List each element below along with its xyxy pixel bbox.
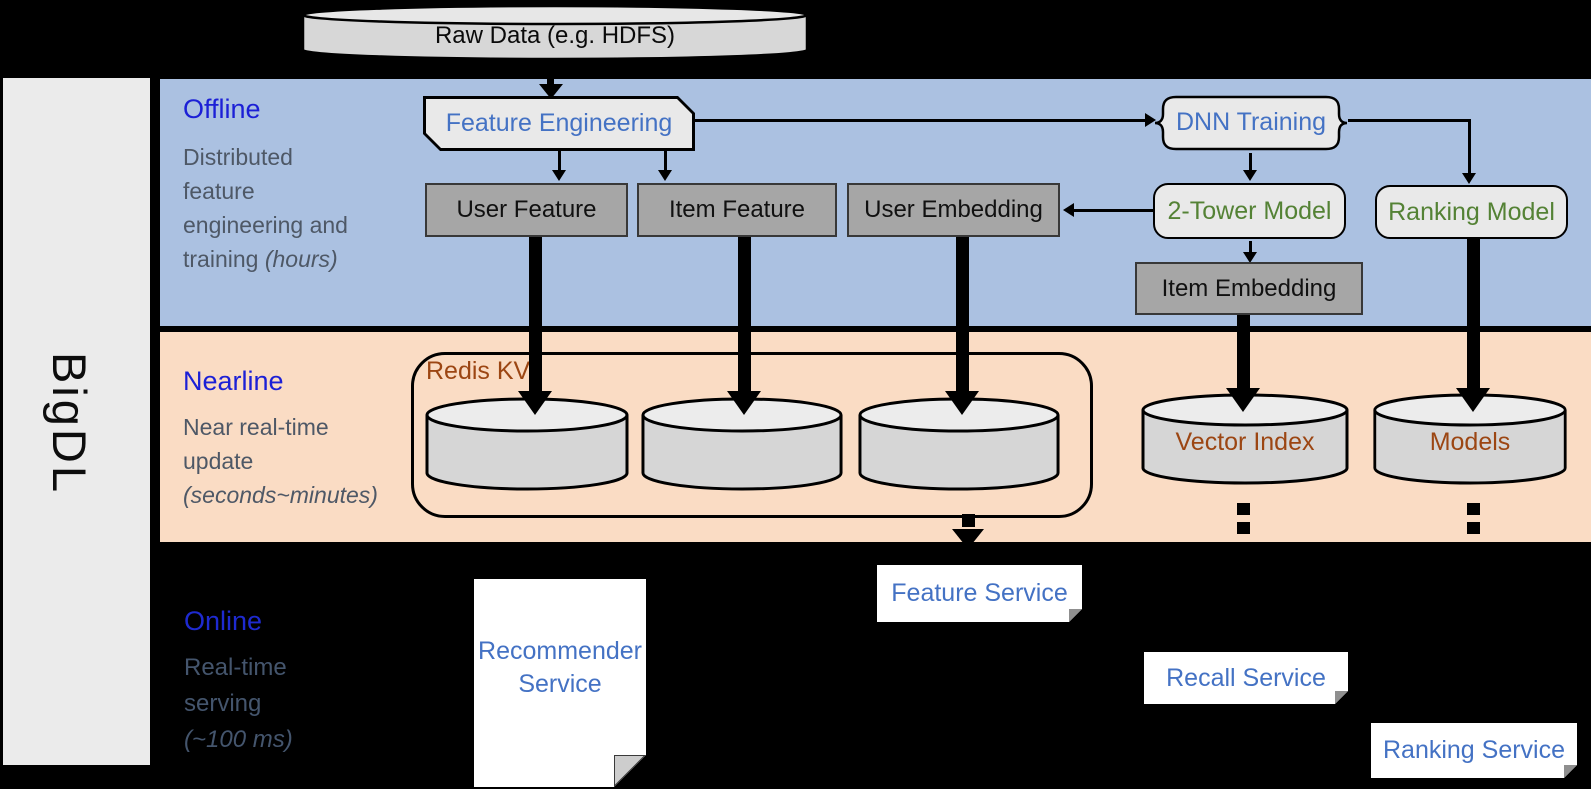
arrow-2tower-to-itemembedding-line [1249, 241, 1252, 252]
redis-kv-container [411, 352, 1093, 518]
arrow-itemfeature-to-redis-shaft [737, 237, 751, 391]
online-description: Real-time serving (~100 ms) [184, 654, 293, 753]
dashed-vectorindex-connector-1 [1236, 503, 1250, 515]
ranking-service-node: Ranking Service [1371, 723, 1577, 778]
arrow-dnn-to-2tower-head [1243, 170, 1257, 181]
redis-cylinder-2 [641, 397, 843, 491]
arrow-itemembedding-to-vectorindex-shaft [1236, 315, 1250, 388]
arrow-dnn-to-2tower-line [1249, 153, 1252, 170]
dashed-redis-to-featureservice-head [952, 529, 984, 549]
arrow-userembedding-to-redis-head [945, 391, 979, 415]
dashed-models-connector-1 [1466, 503, 1480, 515]
arrow-userfeature-to-redis-head [518, 391, 552, 415]
feature-service-fold-icon [1069, 609, 1082, 622]
arrow-itemembedding-to-vectorindex-head [1226, 388, 1260, 412]
arrow-fe-to-dnn-line [695, 119, 1145, 122]
ranking-service-fold-icon [1564, 765, 1577, 778]
feature-engineering-node: Feature Engineering [423, 96, 695, 151]
feature-service-node: Feature Service [877, 565, 1082, 622]
dashed-redis-to-featureservice-dash [961, 514, 975, 527]
dnn-training-node-shape [1154, 95, 1348, 151]
arrow-itemfeature-to-redis-head [727, 391, 761, 415]
raw-data-cylinder-shape [301, 4, 809, 61]
raw-data-label: Raw Data (e.g. HDFS) [434, 22, 676, 49]
redis-kv-label: Redis KV [426, 357, 531, 385]
brand-title: BigDL [43, 352, 96, 496]
two-tower-model-node: 2-Tower Model [1153, 183, 1346, 239]
arrow-rawdata-to-fe-shaft [547, 60, 554, 84]
arrow-fe-to-itemfeature-line [664, 151, 667, 170]
arrow-dnn-to-ranking-vline [1468, 119, 1471, 173]
dashed-vectorindex-connector-2 [1236, 522, 1250, 534]
arrow-dnn-to-ranking-hline [1348, 119, 1470, 122]
recall-service-node: Recall Service [1144, 652, 1348, 704]
arrow-fe-to-dnn-head [1145, 113, 1156, 127]
nearline-title: Nearline [183, 366, 284, 396]
item-feature-node: Item Feature [637, 183, 837, 237]
brand-sidebar [3, 78, 150, 765]
ranking-model-node: Ranking Model [1375, 185, 1568, 239]
item-embedding-node: Item Embedding [1135, 262, 1363, 315]
offline-description: Distributed feature engineering and trai… [183, 144, 348, 272]
arrow-userembedding-to-redis-shaft [955, 237, 969, 391]
recommender-service-fold-icon [614, 755, 646, 787]
arrow-rawdata-to-fe-head [539, 84, 563, 99]
arrow-rankingmodel-to-models-shaft [1466, 239, 1480, 388]
dashed-models-connector-2 [1466, 522, 1480, 534]
models-label: Models [1429, 428, 1511, 456]
recall-service-fold-icon [1335, 691, 1348, 704]
arrow-rankingmodel-to-models-head [1456, 388, 1490, 412]
arrow-fe-to-userfeature-line [558, 151, 561, 170]
arrow-userfeature-to-redis-shaft [528, 237, 542, 391]
recall-service-label: Recall Service [1166, 663, 1326, 692]
user-feature-node: User Feature [425, 183, 628, 237]
feature-service-label: Feature Service [891, 579, 1068, 607]
offline-title: Offline [183, 94, 261, 124]
arrow-fe-to-itemfeature-head [658, 170, 672, 181]
feature-engineering-label: Feature Engineering [426, 99, 692, 148]
arrow-2tower-to-userembedding-head [1063, 203, 1074, 217]
recommender-service-label: Recommender Service [478, 637, 642, 698]
user-embedding-node: User Embedding [847, 183, 1060, 237]
nearline-description: Near real-time update (seconds~minutes) [183, 414, 378, 508]
arrow-dnn-to-ranking-head [1462, 173, 1476, 184]
dnn-training-label: DNN Training [1175, 108, 1327, 136]
redis-cylinder-3 [858, 397, 1060, 491]
online-title: Online [184, 606, 263, 636]
arrow-fe-to-userfeature-head [552, 170, 566, 181]
recommender-service-node: Recommender Service [474, 579, 646, 787]
ranking-service-label: Ranking Service [1382, 736, 1566, 764]
arrow-2tower-to-userembedding-line [1074, 209, 1153, 212]
vector-index-label: Vector Index [1175, 428, 1315, 456]
arrow-2tower-to-itemembedding-head [1243, 252, 1257, 263]
